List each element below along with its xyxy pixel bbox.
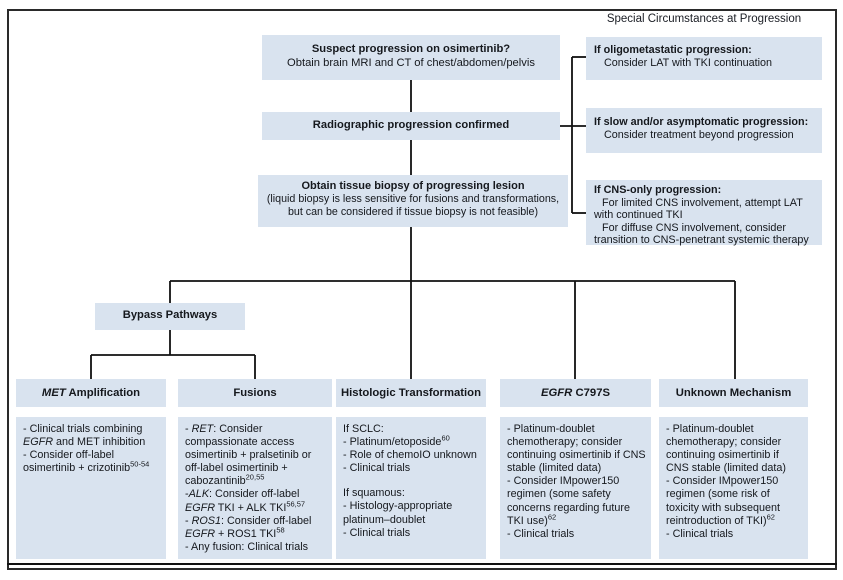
header-met-amplification: MET Amplification: [16, 379, 166, 407]
tissue-biopsy-note-line2: but can be considered if tissue biopsy i…: [287, 206, 539, 219]
body-paragraph: - Histology-appropriate platinum–doublet: [343, 500, 453, 526]
body-paragraph: - Consider IMpower150 regimen (some safe…: [507, 475, 631, 527]
header-egfr-c797s: EGFR C797S: [500, 379, 651, 407]
body-unknown-mechanism: - Platinum-doublet chemotherapy; conside…: [659, 417, 808, 559]
tissue-biopsy-title: Obtain tissue biopsy of progressing lesi…: [301, 180, 525, 192]
slow-asymptomatic-title: If slow and/or asymptomatic progression:: [594, 116, 809, 128]
bottom-rule: [7, 563, 837, 565]
body-paragraph: - Any fusion: Clinical trials: [185, 540, 309, 553]
body-met-amplification: - Clinical trials combining EGFR and MET…: [16, 417, 166, 559]
body-paragraph: - Clinical trials combining EGFR and MET…: [23, 423, 146, 449]
suspect-progression-title: Suspect progression on osimertinib?: [311, 43, 511, 55]
body-paragraph: - Clinical trials: [507, 527, 575, 540]
cns-only-title: If CNS-only progression:: [594, 184, 722, 196]
header-unknown-mechanism: Unknown Mechanism: [659, 379, 808, 407]
body-paragraph: - RET: Consider compassionate access osi…: [185, 423, 312, 488]
body-paragraph: - Platinum-doublet chemotherapy; conside…: [666, 423, 787, 475]
body-paragraph: - Role of chemoIO unknown: [343, 449, 477, 462]
body-paragraph: If squamous:: [343, 487, 405, 500]
cns-only-box: If CNS-only progression: For limited CNS…: [586, 180, 822, 247]
body-paragraph: If SCLC:: [343, 423, 384, 435]
tissue-biopsy-note-line1: (liquid biopsy is less sensitive for fus…: [266, 193, 560, 206]
oligometastatic-box: If oligometastatic progression: Consider…: [586, 37, 822, 80]
body-paragraph: - Clinical trials: [666, 527, 734, 540]
body-paragraph: - Clinical trials: [343, 462, 411, 475]
body-paragraph: - Clinical trials: [343, 526, 411, 539]
body-fusions: - RET: Consider compassionate access osi…: [178, 417, 332, 559]
radiographic-confirmed-title: Radiographic progression confirmed: [312, 119, 510, 131]
slow-asymptomatic-text: Consider treatment beyond progression: [604, 128, 794, 141]
oligometastatic-title: If oligometastatic progression:: [594, 44, 752, 56]
oligometastatic-text: Consider LAT with TKI continuation: [604, 56, 773, 69]
cns-limited-text: For limited CNS involvement, attempt LAT…: [594, 196, 803, 222]
suspect-progression-subtitle: Obtain brain MRI and CT of chest/abdomen…: [287, 57, 535, 69]
bypass-pathways-box: Bypass Pathways: [95, 303, 245, 330]
header-histologic-transformation: Histologic Transformation: [336, 379, 486, 407]
body-paragraph: - Platinum/etoposide60: [343, 433, 450, 449]
header-fusions: Fusions: [178, 379, 332, 407]
cns-diffuse-text: For diffuse CNS involvement, consider tr…: [594, 221, 809, 247]
special-circumstances-title: Special Circumstances at Progression: [606, 13, 802, 25]
bypass-pathways-title: Bypass Pathways: [122, 309, 218, 321]
figure-frame: [7, 9, 837, 570]
body-paragraph: - ROS1: Consider off-label EGFR + ROS1 T…: [185, 514, 312, 540]
radiographic-confirmed-box: Radiographic progression confirmed: [262, 112, 560, 140]
tissue-biopsy-box: Obtain tissue biopsy of progressing lesi…: [258, 175, 568, 227]
body-paragraph: - Platinum-doublet chemotherapy; conside…: [507, 423, 646, 475]
body-egfr-c797s: - Platinum-doublet chemotherapy; conside…: [500, 417, 651, 559]
body-paragraph: -ALK: Consider off-label EGFR TKI + ALK …: [185, 488, 306, 514]
body-paragraph: - Consider IMpower150 regimen (some risk…: [666, 475, 781, 527]
suspect-progression-box: Suspect progression on osimertinib? Obta…: [262, 35, 560, 80]
body-histologic-transformation: If SCLC:- Platinum/etoposide60- Role of …: [336, 417, 486, 559]
body-paragraph: - Consider off-label osimertinib + crizo…: [23, 449, 150, 475]
slow-asymptomatic-box: If slow and/or asymptomatic progression:…: [586, 108, 822, 153]
